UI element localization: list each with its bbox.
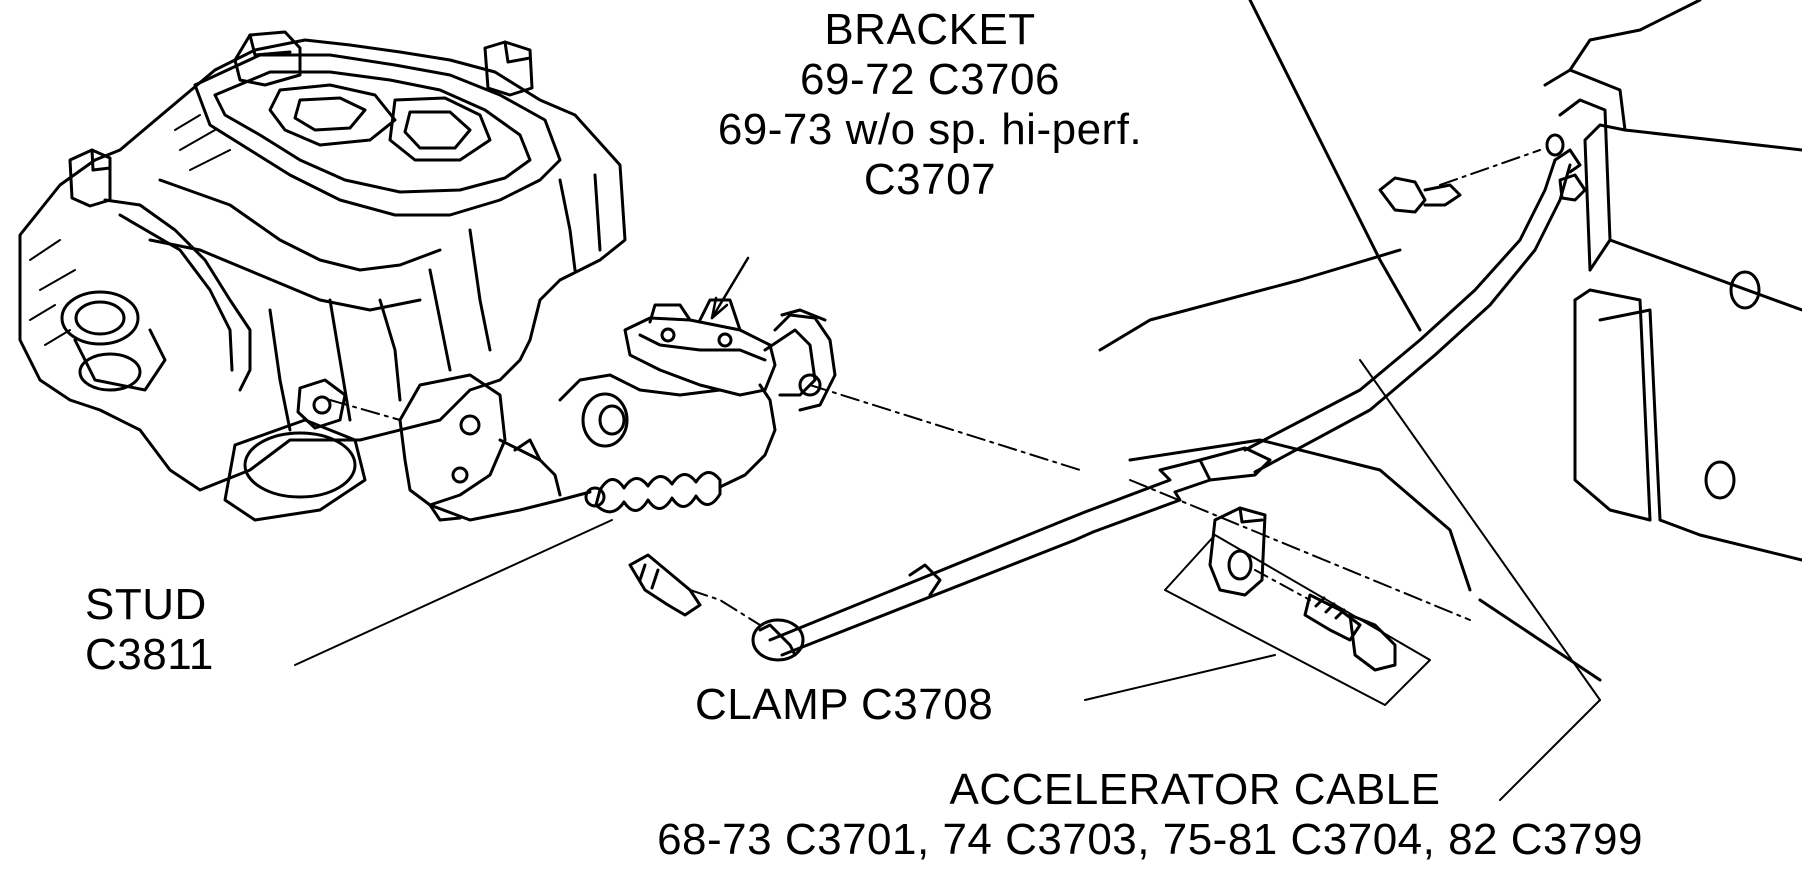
bracket-label: BRACKET 69-72 C3706 69-73 w/o sp. hi-per…	[640, 5, 1220, 205]
clamp-illustration	[1164, 506, 1431, 706]
stud-label: STUD C3811	[85, 580, 214, 680]
cable-leader-line-upper	[1359, 359, 1601, 701]
accelerator-cable-illustration	[329, 148, 1582, 662]
clamp-leader-line	[1084, 654, 1276, 701]
bracket-part-line-3: C3707	[863, 155, 997, 204]
accelerator-cable-label: ACCELERATOR CABLE 68-73 C3701, 74 C3703,…	[500, 765, 1800, 865]
leader-lines	[294, 359, 1601, 801]
stud-part: C3811	[85, 630, 214, 679]
pedal-mount-panel-illustration	[1098, 0, 1802, 682]
clamp-text: CLAMP C3708	[695, 680, 994, 729]
accelerator-cable-parts: 68-73 C3701, 74 C3703, 75-81 C3704, 82 C…	[657, 815, 1643, 864]
carburetor-illustration	[18, 30, 627, 522]
stud-title: STUD	[85, 580, 207, 629]
bracket-part-line-2: 69-73 w/o sp. hi-perf.	[717, 105, 1143, 154]
throttle-lever-assembly	[398, 373, 777, 522]
bracket-title: BRACKET	[824, 5, 1036, 54]
bracket-illustration	[623, 256, 837, 412]
accelerator-cable-title: ACCELERATOR CABLE	[949, 765, 1441, 814]
cable-leader-line-lower	[1499, 699, 1601, 801]
bracket-part-line-1: 69-72 C3706	[800, 55, 1060, 104]
clamp-label: CLAMP C3708	[695, 680, 993, 730]
stud-leader-line	[294, 519, 613, 666]
